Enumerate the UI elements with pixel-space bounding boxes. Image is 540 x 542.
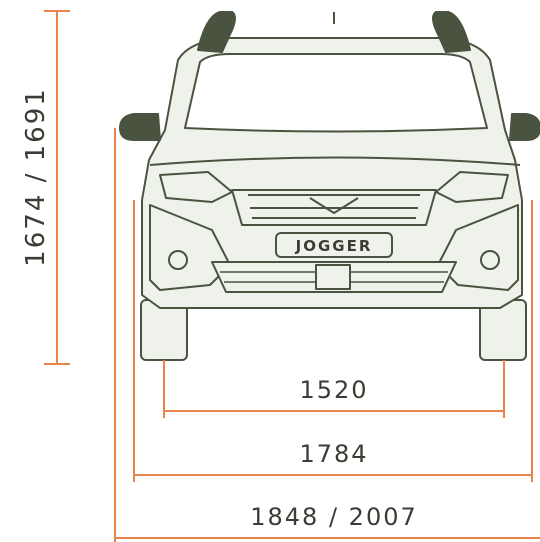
left-fog-light — [168, 250, 188, 270]
right-fog-light — [480, 250, 500, 270]
right-roof-rail — [432, 11, 471, 53]
front-bumper — [149, 204, 231, 291]
right-mirror — [509, 113, 540, 141]
right-headlight — [435, 171, 509, 203]
overall-width-label: 1848 / 2007 — [250, 503, 418, 531]
grille-logo — [248, 194, 420, 219]
dimension-lines — [44, 10, 540, 542]
left-roof-rail — [197, 11, 236, 53]
height-label: 1674 / 1691 — [21, 87, 51, 267]
body-width-label: 1784 — [299, 440, 368, 468]
badge-plate — [275, 232, 393, 258]
hood-line — [149, 156, 521, 166]
track-label: 1520 — [299, 376, 368, 404]
car-front-view — [119, 11, 540, 361]
left-headlight — [159, 171, 233, 203]
license-plate-mount — [315, 264, 351, 290]
windshield — [184, 53, 488, 133]
left-mirror — [119, 113, 161, 141]
badge-text: JOGGER — [295, 237, 373, 255]
